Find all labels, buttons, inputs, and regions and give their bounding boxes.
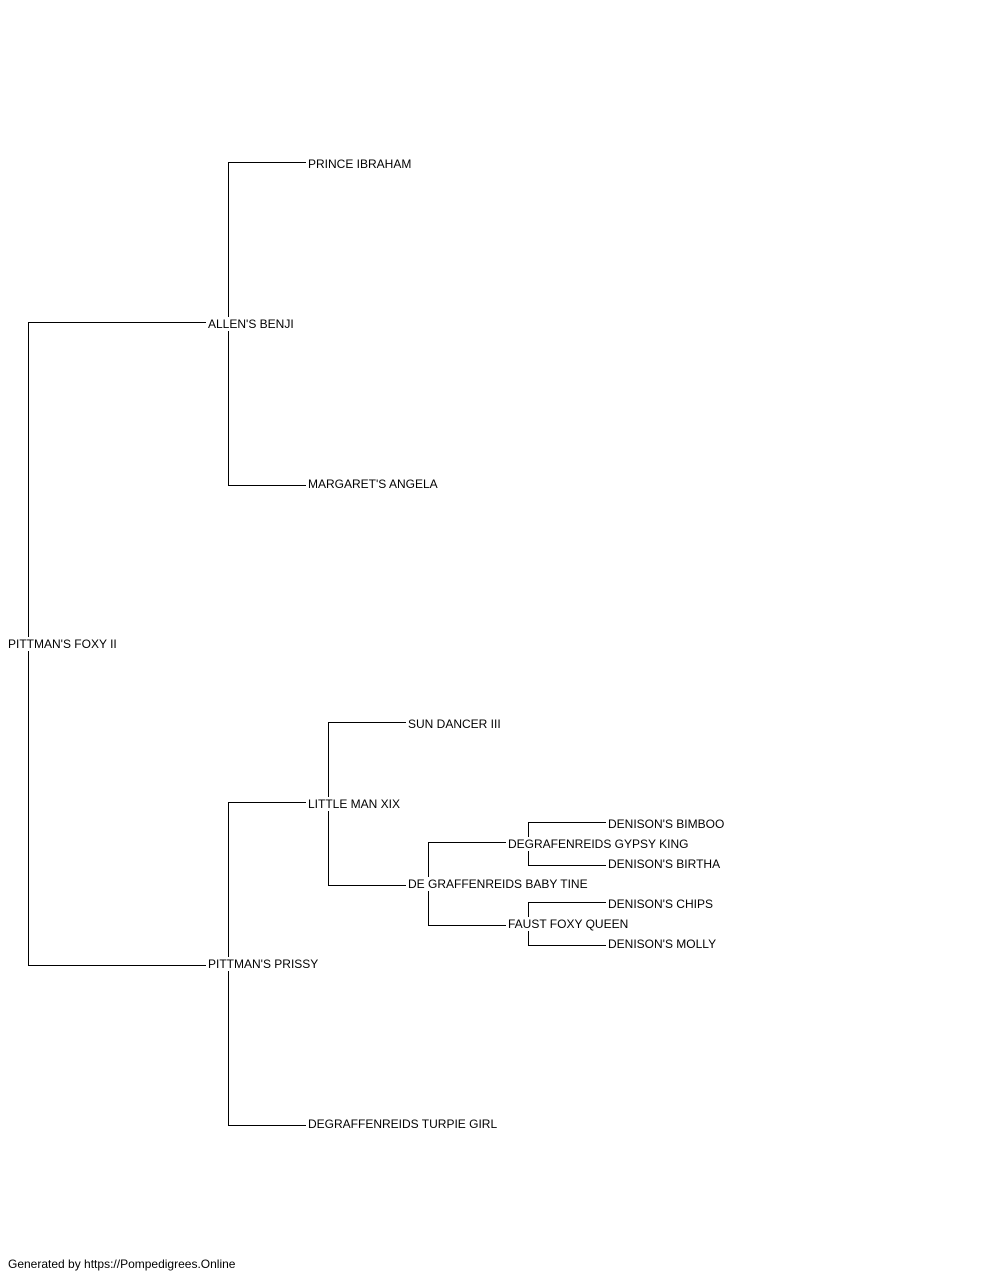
- pedigree-node-dam-sire-sire: SUN DANCER III: [407, 717, 502, 731]
- pedigree-node-gen5-3: DENISON'S CHIPS: [607, 897, 714, 911]
- generated-by-footer: Generated by https://Pompedigrees.Online: [8, 1257, 236, 1271]
- pedigree-node-gen5-2: DENISON'S BIRTHA: [607, 857, 722, 871]
- pedigree-node-dam-sire: LITTLE MAN XIX: [307, 797, 402, 811]
- pedigree-node-dam: PITTMAN'S PRISSY: [207, 957, 320, 971]
- pedigree-node-gen4-sire: DEGRAFENREIDS GYPSY KING: [507, 837, 690, 851]
- pedigree-node-gen5-1: DENISON'S BIMBOO: [607, 817, 726, 831]
- pedigree-node-gen5-4: DENISON'S MOLLY: [607, 937, 718, 951]
- pedigree-node-dam-sire-dam: DE GRAFFENREIDS BABY TINE: [407, 877, 589, 891]
- pedigree-node-sire-sire: PRINCE IBRAHAM: [307, 157, 413, 171]
- pedigree-node-dam-dam: DEGRAFFENREIDS TURPIE GIRL: [307, 1117, 499, 1131]
- pedigree-node-subject: PITTMAN'S FOXY II: [7, 637, 118, 651]
- pedigree-node-gen4-dam: FAUST FOXY QUEEN: [507, 917, 630, 931]
- pedigree-node-sire: ALLEN'S BENJI: [207, 317, 295, 331]
- pedigree-node-sire-dam: MARGARET'S ANGELA: [307, 477, 439, 491]
